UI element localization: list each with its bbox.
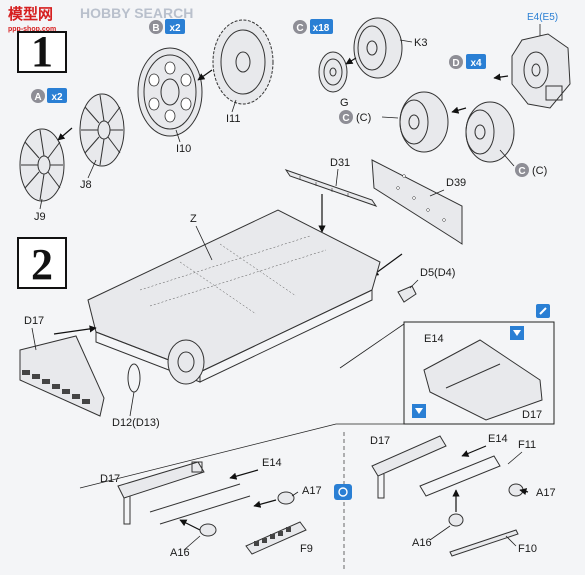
label-d39: D39: [446, 177, 466, 189]
label-e14-right: E14: [488, 433, 508, 445]
label-d17-inset: D17: [522, 409, 542, 421]
label-e14-left: E14: [262, 457, 282, 469]
detail-lower-left: D17 E14 A17 A16 F9: [100, 457, 322, 559]
flip-view-icon: [334, 484, 352, 500]
sprue-badge-c-repeat-2: C (C): [515, 163, 547, 177]
sprue-badge-a: A x2: [31, 88, 67, 103]
road-wheel-pair-left: [399, 91, 449, 153]
label-d17-left: D17: [100, 473, 120, 485]
road-wheel-g: [318, 51, 348, 93]
part-f10: [449, 529, 519, 557]
hub-e4: [511, 33, 571, 109]
qty-b: x2: [169, 23, 181, 34]
cement-icon: [536, 304, 550, 318]
label-j9: J9: [34, 211, 46, 223]
part-d39: [371, 159, 463, 245]
qty-c: x18: [313, 23, 330, 34]
idler-wheel-j8: [79, 93, 125, 167]
label-j8: J8: [80, 179, 92, 191]
part-d5: [397, 285, 417, 303]
label-e4: E4(E5): [527, 12, 558, 23]
label-c-paren-1: (C): [356, 112, 371, 124]
watermark-site-cn: 模型网: [8, 5, 53, 23]
label-a16-left: A16: [170, 547, 190, 559]
detail-inset-top: E14 D17: [403, 321, 555, 425]
sprue-badge-d: D x4: [449, 54, 486, 69]
sprue-badge-c-repeat-1: C (C): [339, 110, 371, 124]
watermark-url: ppp-shop.com: [8, 26, 56, 33]
label-d17-right: D17: [370, 435, 390, 447]
sprue-letter-d: D: [452, 58, 459, 69]
sprue-letter-b: B: [152, 23, 159, 34]
sprue-letter-c: C: [296, 23, 303, 34]
label-c-paren-2: (C): [532, 165, 547, 177]
part-a16-right: [448, 513, 464, 527]
road-wheel-k3: [353, 17, 403, 79]
part-a16-left: [199, 523, 217, 537]
sprue-badge-c: C x18: [293, 19, 333, 34]
glue-icon: [412, 404, 426, 418]
label-f9: F9: [300, 543, 313, 555]
detail-lower-right: D17 E14 F11 A17 A16 F10: [370, 433, 556, 557]
step-1-number: 1: [31, 27, 53, 76]
label-a17-right: A17: [536, 487, 556, 499]
label-d17-main: D17: [24, 315, 44, 327]
label-e14-inset: E14: [424, 333, 444, 345]
part-a17-left: [277, 491, 295, 505]
sprue-letter-c-repeat-2: C: [518, 166, 525, 177]
watermark-site-en: HOBBY SEARCH: [80, 5, 193, 21]
step-2-marker: 2: [17, 237, 67, 289]
label-i11: I11: [226, 113, 240, 125]
step-2-number: 2: [31, 240, 53, 289]
sprocket-i11: [212, 19, 274, 105]
label-z: Z: [190, 213, 197, 225]
watermark: 模型网 HOBBY SEARCH ppp-shop.com: [8, 5, 193, 33]
road-wheel-pair-right: [465, 101, 515, 163]
part-f9: [245, 521, 307, 555]
sprocket-i10: [137, 47, 203, 137]
label-i10: I10: [176, 143, 191, 155]
label-f10: F10: [518, 543, 537, 555]
part-d31: [284, 169, 378, 207]
sprue-badge-b: B x2: [149, 19, 185, 34]
label-g: G: [340, 97, 349, 109]
label-f11: F11: [518, 439, 536, 451]
step-1-marker: 1: [17, 27, 67, 76]
sprue-letter-a: A: [34, 92, 41, 103]
label-d5: D5(D4): [420, 267, 455, 279]
label-d31: D31: [330, 157, 350, 169]
hull-assembly: [87, 209, 381, 393]
glue-icon: [510, 326, 524, 340]
qty-d: x4: [470, 58, 482, 69]
label-a16-right: A16: [412, 537, 432, 549]
label-a17-left: A17: [302, 485, 322, 497]
sprue-letter-c-repeat-1: C: [342, 113, 349, 124]
part-d17-front: [19, 335, 105, 417]
idler-wheel-j9: [19, 128, 65, 202]
qty-a: x2: [51, 92, 63, 103]
label-k3: K3: [414, 37, 427, 49]
label-d12: D12(D13): [112, 417, 160, 429]
